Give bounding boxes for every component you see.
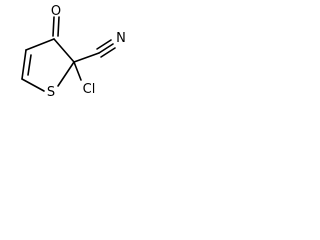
bond-c4-c5-second [27,54,32,76]
bond-c3-o-second [57,16,60,37]
bond-c2-cn [73,52,100,63]
structure-diagram: O N Cl S [21,4,126,100]
bond-cn-triple-2 [96,39,112,50]
bond-c2-cl [73,61,82,81]
bond-cn-triple-3 [100,47,116,58]
bond-c3-o [52,16,55,37]
bond-c3-c4 [25,38,55,51]
bond-c4-c5 [21,49,27,80]
bond-cn-triple-1 [98,43,114,54]
atom-label-chlorine: Cl [83,82,96,97]
bond-s-c2 [57,61,75,87]
atom-label-sulfur: S [47,85,55,100]
bond-c2-c3 [53,38,75,63]
bond-c5-s [21,78,45,92]
atom-label-nitrogen: N [116,31,126,46]
atom-label-oxygen: O [51,4,61,19]
